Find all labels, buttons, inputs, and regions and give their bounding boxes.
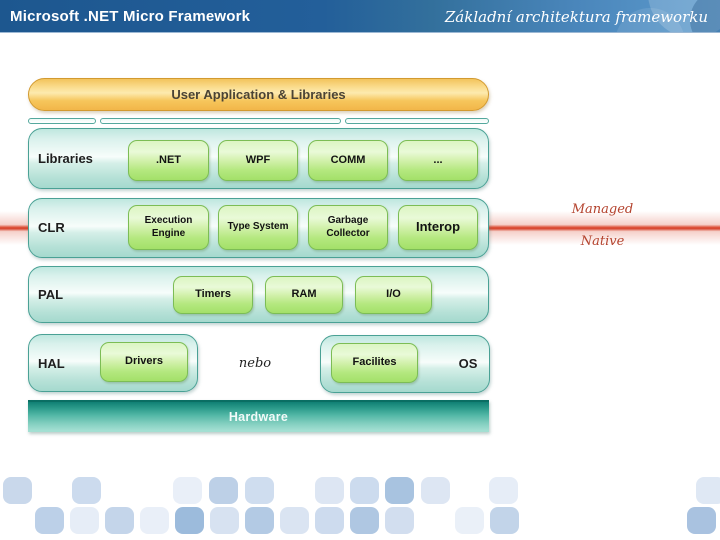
header-decor-circle bbox=[690, 0, 720, 32]
block-timers: Timers bbox=[173, 276, 253, 314]
block-execution-engine: Execution Engine bbox=[128, 205, 209, 250]
block-garbage-collector: Garbage Collector bbox=[308, 205, 388, 250]
decor-square bbox=[105, 507, 134, 534]
decor-square bbox=[315, 477, 344, 504]
decor-square bbox=[350, 507, 379, 534]
block-ram: RAM bbox=[265, 276, 343, 314]
block-type-system: Type System bbox=[218, 205, 298, 250]
decor-square bbox=[72, 477, 101, 504]
clr-layer-label: CLR bbox=[38, 220, 65, 235]
decor-square bbox=[3, 477, 32, 504]
collapsed-strip bbox=[28, 118, 96, 124]
decor-square bbox=[175, 507, 204, 534]
collapsed-strip bbox=[100, 118, 341, 124]
pal-layer-label: PAL bbox=[38, 287, 64, 302]
decor-square bbox=[687, 507, 716, 534]
decor-square bbox=[696, 477, 720, 504]
slide-subtitle: Základní architektura frameworku bbox=[444, 7, 708, 26]
block-io: I/O bbox=[355, 276, 432, 314]
hardware-block: Hardware bbox=[28, 400, 489, 432]
block-facilites: Facilites bbox=[331, 343, 418, 383]
hal-layer-label: HAL bbox=[38, 356, 65, 371]
block-interop: Interop bbox=[398, 205, 478, 250]
decor-square bbox=[280, 507, 309, 534]
decor-square bbox=[489, 477, 518, 504]
slide-title: Microsoft .NET Micro Framework bbox=[10, 8, 251, 25]
os-label: OS bbox=[458, 356, 478, 371]
user-application-block: User Application & Libraries bbox=[28, 78, 489, 111]
decor-square bbox=[35, 507, 64, 534]
managed-label: Managed bbox=[571, 202, 634, 217]
block-more: ... bbox=[398, 140, 478, 181]
decor-square bbox=[350, 477, 379, 504]
decor-square bbox=[385, 507, 414, 534]
decor-square bbox=[173, 477, 202, 504]
decor-square bbox=[315, 507, 344, 534]
slide-header: Microsoft .NET Micro Framework Základní … bbox=[0, 0, 720, 33]
decor-square bbox=[421, 477, 450, 504]
native-label: Native bbox=[580, 234, 625, 249]
libraries-layer-label: Libraries bbox=[38, 151, 93, 166]
decor-square bbox=[245, 477, 274, 504]
or-label: nebo bbox=[238, 356, 272, 371]
block-wpf: WPF bbox=[218, 140, 298, 181]
block-comm: COMM bbox=[308, 140, 388, 181]
block-drivers: Drivers bbox=[100, 342, 188, 382]
decor-square bbox=[210, 507, 239, 534]
decor-square bbox=[209, 477, 238, 504]
collapsed-strip bbox=[345, 118, 489, 124]
block-dotnet: .NET bbox=[128, 140, 209, 181]
decor-square bbox=[385, 477, 414, 504]
decor-square bbox=[490, 507, 519, 534]
decor-square bbox=[245, 507, 274, 534]
decor-square bbox=[455, 507, 484, 534]
decor-square bbox=[140, 507, 169, 534]
decor-square bbox=[70, 507, 99, 534]
